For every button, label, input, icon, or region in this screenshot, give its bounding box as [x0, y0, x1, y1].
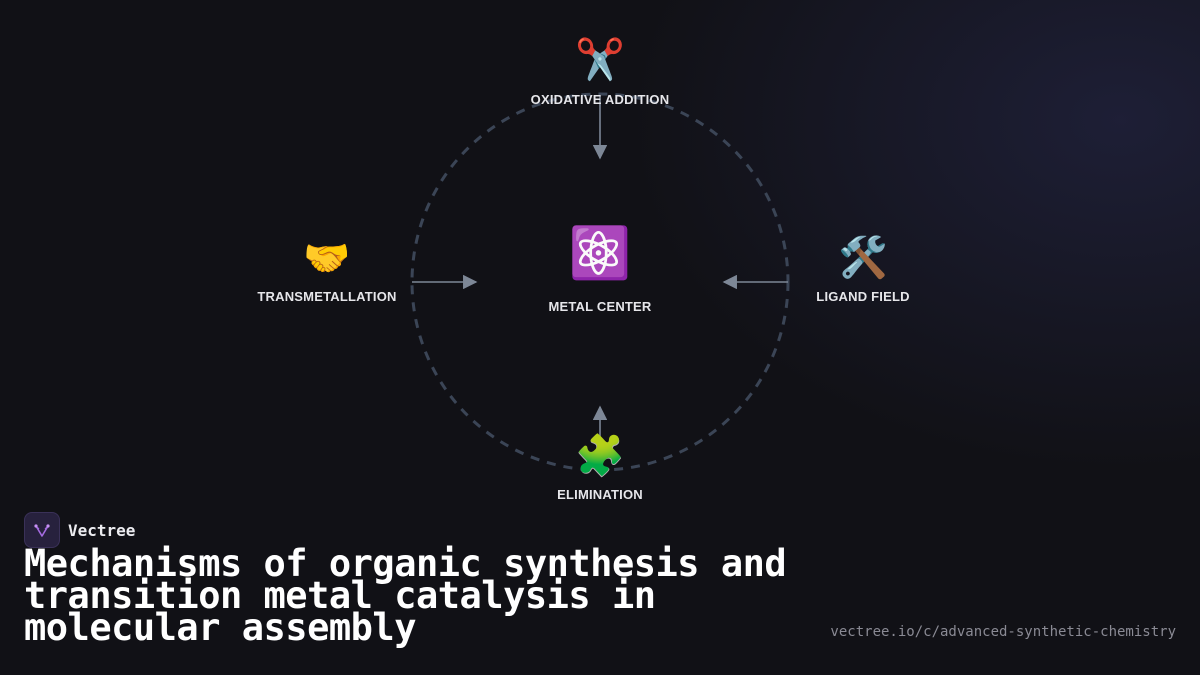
node-label-transmetallation: TRANSMETALLATION — [257, 289, 397, 304]
puzzle-icon: 🧩 — [575, 434, 625, 478]
center-label: METAL CENTER — [548, 299, 652, 314]
course-url: vectree.io/c/advanced-synthetic-chemistr… — [830, 624, 1176, 640]
brand-name: Vectree — [68, 520, 136, 540]
hammer-wrench-icon: 🛠️ — [838, 236, 888, 280]
page-title: Mechanisms of organic synthesis and tran… — [24, 542, 787, 649]
vectree-logo-icon — [24, 512, 60, 548]
node-label-ligand-field: LIGAND FIELD — [816, 289, 910, 304]
node-label-elimination: ELIMINATION — [557, 487, 643, 502]
brand: Vectree — [24, 512, 135, 548]
handshake-icon: 🤝 — [303, 238, 351, 280]
atom-icon: ⚛️ — [568, 225, 632, 281]
scissors-icon: ✂️ — [575, 38, 625, 82]
node-label-oxidative-addition: OXIDATIVE ADDITION — [530, 92, 670, 107]
